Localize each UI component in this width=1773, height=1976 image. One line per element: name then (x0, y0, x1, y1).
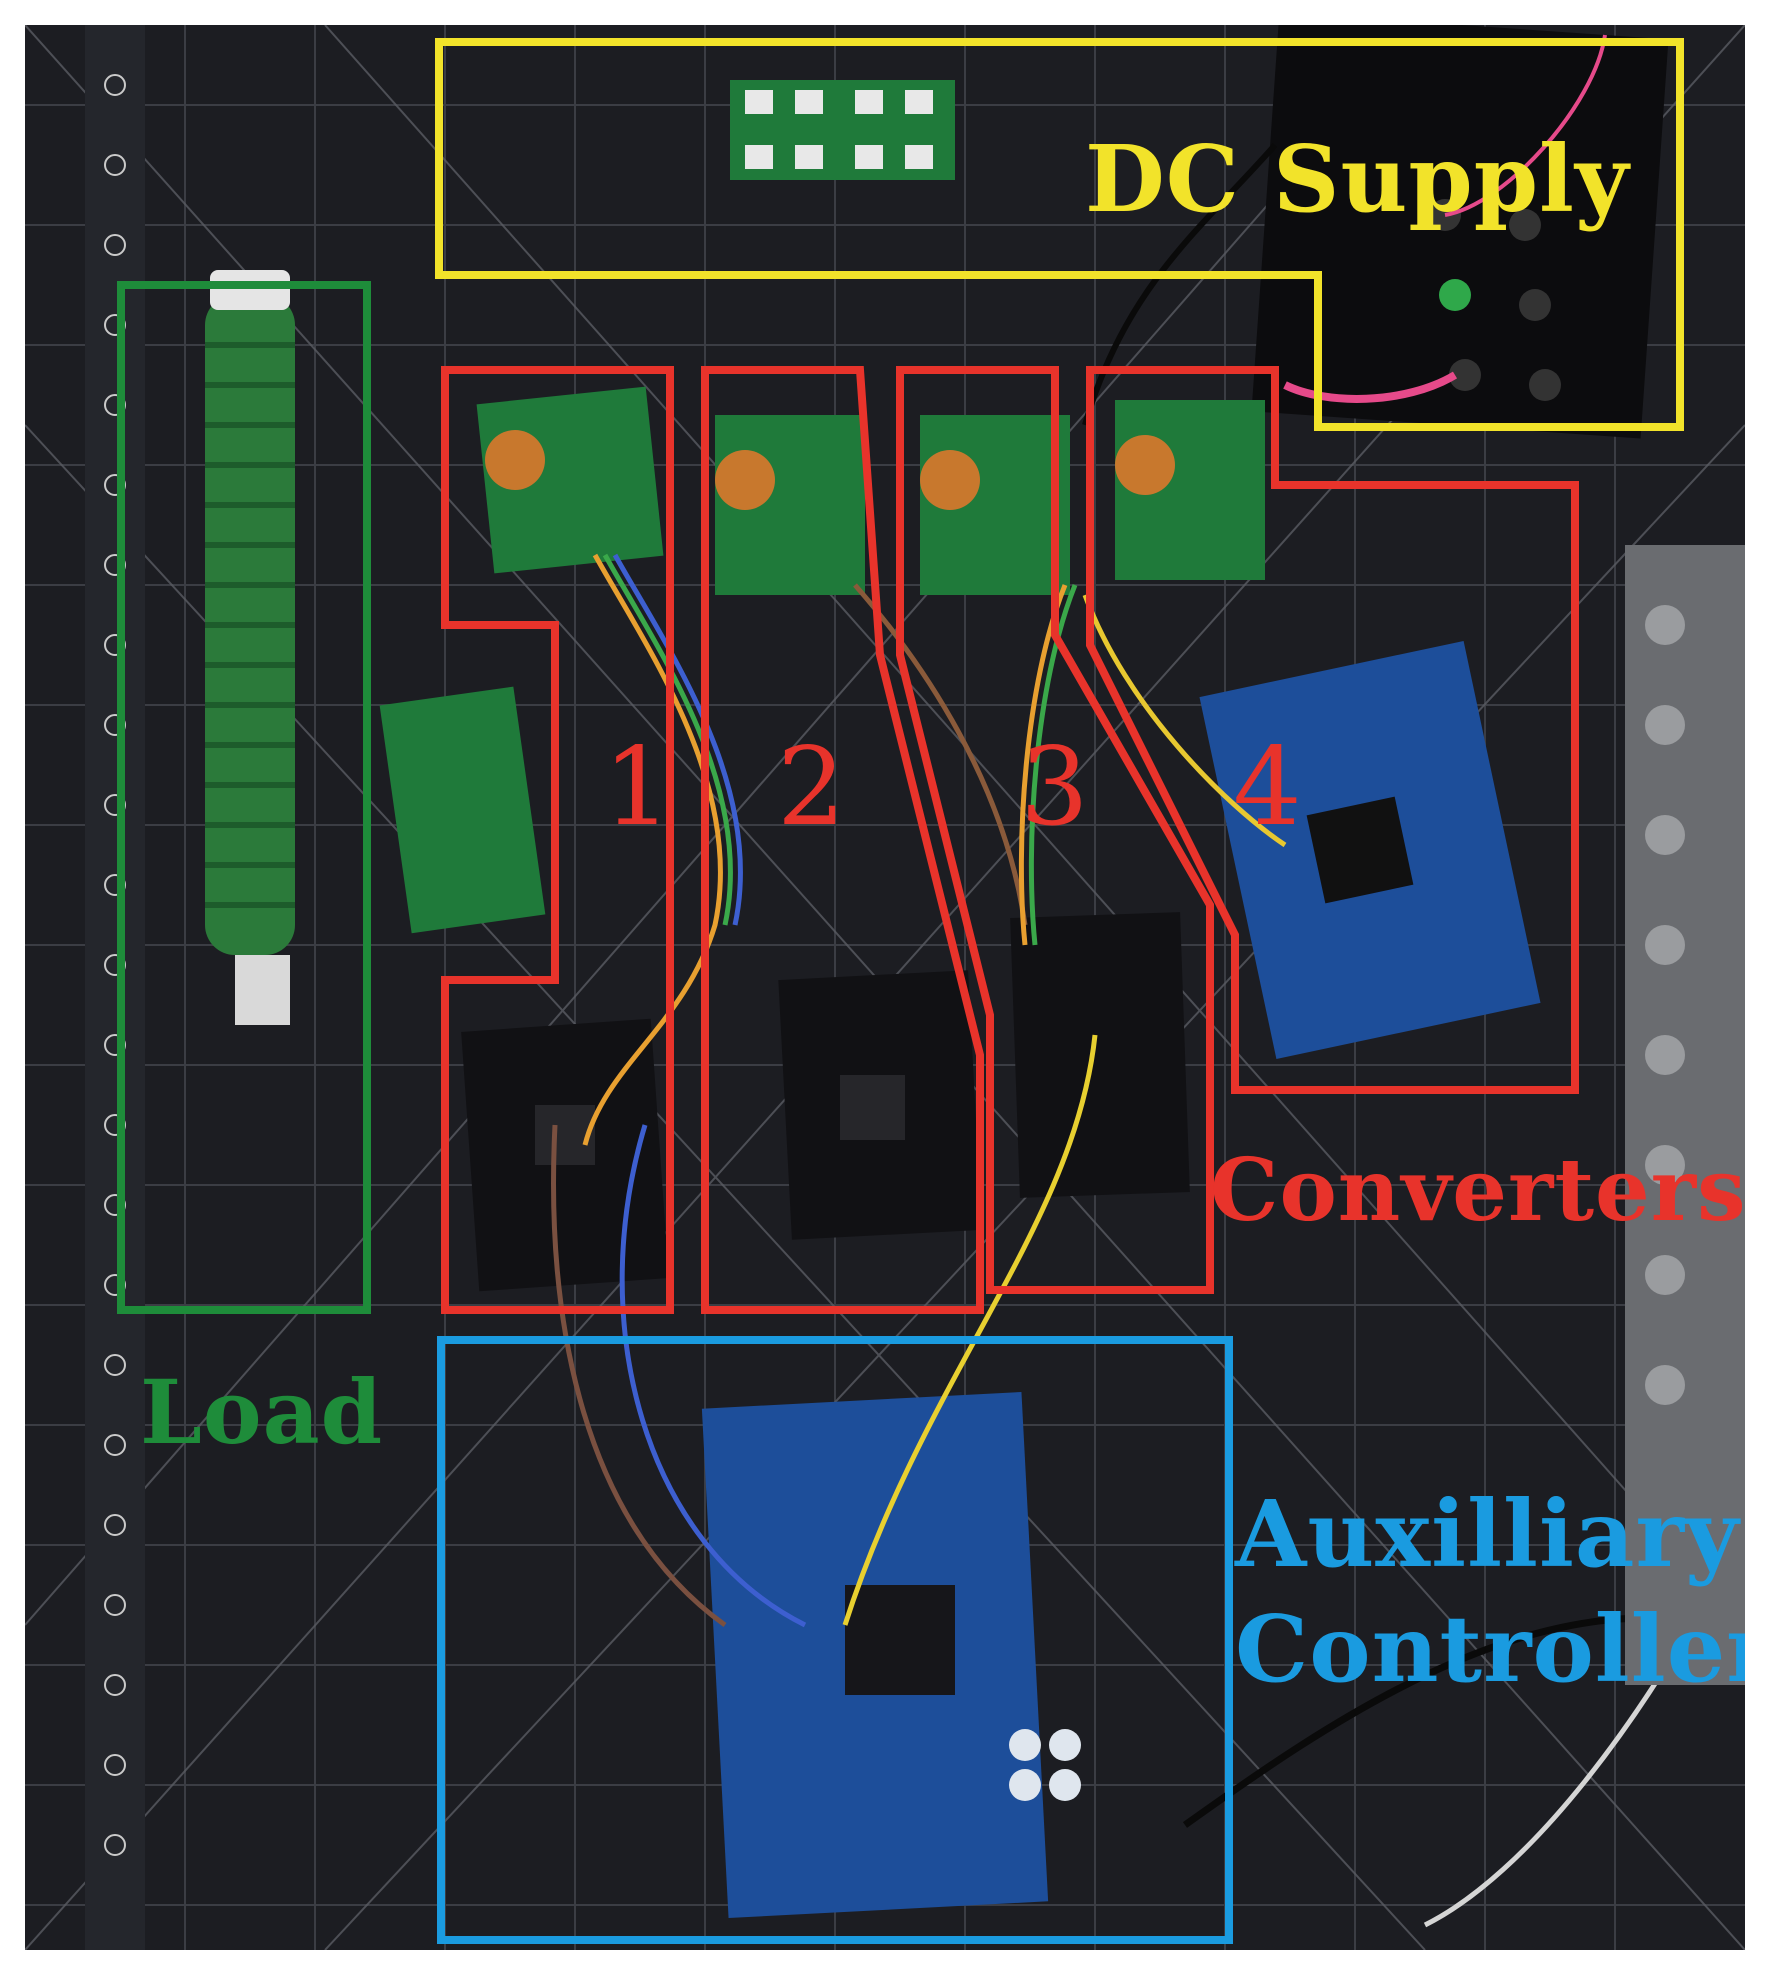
aux-capacitors (1009, 1729, 1081, 1801)
load-resistor-cap-top (210, 270, 290, 310)
load-label: Load (140, 1360, 384, 1464)
load-outline (117, 281, 371, 1314)
test-bench-photo: DC Supply 1 2 3 4 Converters Load Auxill… (25, 25, 1745, 1950)
converter-3-outline (896, 366, 1214, 1294)
connector-bar (1625, 545, 1745, 1685)
aux-controller-label-line2: Controller (1235, 1595, 1745, 1703)
converter-4-number: 4 (1233, 725, 1303, 850)
load-resistor-fins (205, 342, 295, 908)
converter-2-outline (701, 366, 984, 1314)
dc-supply-label: DC Supply (1085, 125, 1630, 233)
converter-control-boards (461, 912, 1190, 1292)
aux-controller-label-line1: Auxilliary (1235, 1480, 1740, 1588)
dc-supply-jacks (1429, 199, 1561, 401)
dc-supply-unit (1251, 25, 1669, 439)
load-resistor-cap-bottom (235, 955, 290, 1025)
aux-controller-outline (437, 1336, 1233, 1944)
connector-bar-jacks (1645, 605, 1685, 1405)
dc-supply-outline (435, 38, 1684, 431)
converter-power-boards (476, 386, 1265, 595)
converter-2-number: 2 (777, 725, 847, 850)
converter-4-outline (1086, 366, 1579, 1094)
ruler-strip (85, 25, 145, 1950)
converter-3-number: 3 (1020, 725, 1090, 850)
terminal-blocks-top (745, 90, 933, 169)
converters-label: Converters (1210, 1140, 1745, 1241)
terminal-board-left (379, 686, 546, 934)
aux-controller-chip (845, 1585, 955, 1695)
dsp-chip-4 (1306, 796, 1414, 904)
bench-scene (25, 25, 1745, 1950)
converter-1-outline (441, 366, 674, 1314)
annotation-outlines (117, 38, 1684, 1944)
pink-supply-cable-2 (1444, 34, 1607, 217)
converter-1-number: 1 (603, 725, 673, 850)
pink-supply-cable (1283, 371, 1458, 403)
